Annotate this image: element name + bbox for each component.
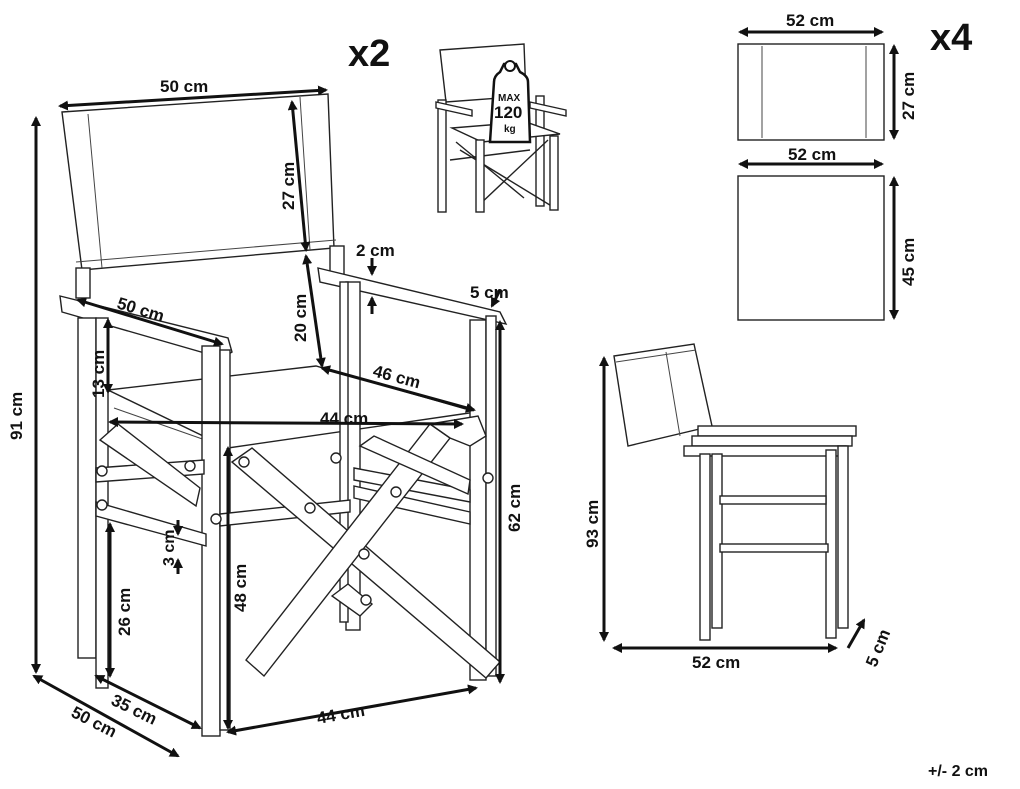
seat-panel: 52 cm 45 cm: [737, 145, 918, 321]
back-panel-height-label: 27 cm: [899, 72, 918, 120]
max-load-label: MAX: [498, 93, 521, 104]
max-load-chair-icon: MAX 120 kg: [435, 43, 567, 213]
folded-depth-label: 5 cm: [862, 626, 894, 669]
chair-quantity-label: x2: [348, 33, 390, 75]
backrest-height-label: 27 cm: [279, 162, 298, 210]
base-width-label: 44 cm: [315, 701, 366, 728]
rail-thickness-label: 3 cm: [161, 530, 178, 566]
seat-panel-width-label: 52 cm: [788, 145, 836, 164]
armrest-thickness-label: 2 cm: [356, 241, 395, 260]
total-height-label: 91 cm: [7, 392, 26, 440]
armrest-height-label: 62 cm: [505, 484, 524, 532]
rail-height-label: 26 cm: [115, 588, 134, 636]
tolerance-note: +/- 2 cm: [928, 763, 988, 780]
max-load-unit: kg: [504, 124, 516, 135]
folded-height-label: 93 cm: [583, 500, 602, 548]
folded-width-label: 52 cm: [692, 653, 740, 672]
seat-height-label: 48 cm: [231, 564, 250, 612]
armrest-width-label: 5 cm: [470, 283, 509, 302]
panel-quantity-label: x4: [930, 17, 972, 59]
backrest-gap-label: 20 cm: [291, 294, 310, 342]
back-panel: 52 cm 27 cm: [737, 11, 918, 141]
backrest-width-label: 50 cm: [160, 77, 208, 96]
seat-panel-height-label: 45 cm: [899, 238, 918, 286]
folded-chair-illustration: 93 cm 52 cm 5 cm: [583, 343, 894, 672]
armrest-above-seat-label: 13 cm: [89, 350, 108, 398]
seat-width-label: 44 cm: [320, 409, 368, 428]
max-load-value: 120: [494, 103, 522, 122]
back-panel-width-label: 52 cm: [786, 11, 834, 30]
chair-dimension-lines: [31, 85, 505, 758]
